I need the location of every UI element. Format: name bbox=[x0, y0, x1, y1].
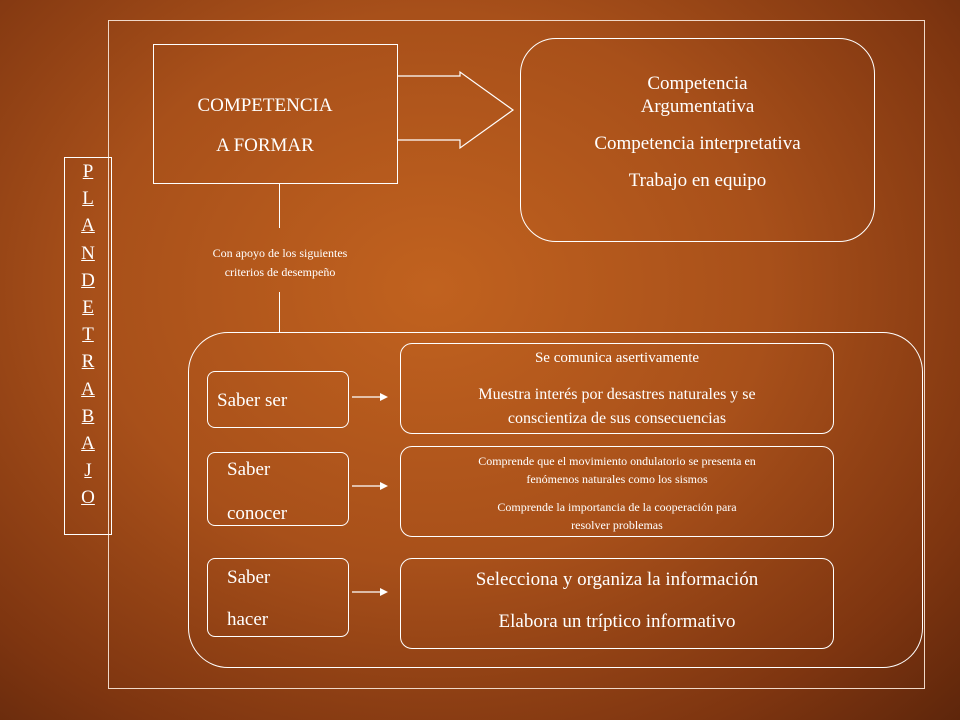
description-line: Elabora un tríptico informativo bbox=[498, 611, 736, 632]
description-box-saber-ser: Se comunica asertivamente Muestra interé… bbox=[400, 343, 834, 434]
arrow-right-icon bbox=[352, 588, 388, 596]
vertical-title-letter: R bbox=[81, 351, 95, 373]
target-competency-2: Competencia interpretativa bbox=[594, 133, 801, 154]
big-arrow-icon bbox=[398, 70, 515, 150]
target-competencies-box bbox=[520, 38, 875, 242]
description-line: Comprende la importancia de la cooperaci… bbox=[497, 500, 737, 514]
competence-label-line2: A FORMAR bbox=[216, 135, 314, 156]
target-competencies-list: Competencia Argumentativa Competencia in… bbox=[525, 72, 870, 192]
vertical-title-letter: L bbox=[82, 188, 94, 210]
description-line: Comprende que el movimiento ondulatorio … bbox=[478, 454, 756, 468]
criteria-label-line2: criterios de desempeño bbox=[224, 265, 336, 279]
target-competency-3: Trabajo en equipo bbox=[628, 170, 767, 191]
vertical-title-letter: P bbox=[82, 161, 94, 182]
skill-name-line1: Saber bbox=[227, 567, 271, 588]
skill-name-line2: hacer bbox=[227, 609, 269, 630]
criteria-label-line1: Con apoyo de los siguientes bbox=[212, 246, 348, 260]
vertical-title-letter: B bbox=[81, 405, 95, 427]
vertical-title-letter: A bbox=[81, 433, 95, 455]
outer-frame bbox=[108, 20, 925, 689]
description-box-saber-conocer: Comprende que el movimiento ondulatorio … bbox=[400, 446, 834, 537]
competence-box bbox=[153, 44, 398, 184]
skill-name: Saber ser bbox=[217, 390, 288, 411]
connector-bottom bbox=[279, 292, 280, 332]
vertical-title-letter: A bbox=[81, 215, 95, 237]
vertical-title-letter: O bbox=[81, 487, 95, 509]
vertical-title-letter: D bbox=[81, 269, 95, 291]
description-line: Se comunica asertivamente bbox=[534, 350, 700, 366]
target-competency-1b: Argumentativa bbox=[640, 96, 755, 117]
skill-box-saber-ser: Saber ser bbox=[207, 371, 349, 428]
criteria-container bbox=[188, 332, 923, 668]
vertical-title-letter: T bbox=[82, 324, 94, 346]
description-line: fenómenos naturales como los sismos bbox=[526, 472, 708, 486]
description-box-saber-hacer: Selecciona y organiza la información Ela… bbox=[400, 558, 834, 649]
vertical-title-letter: N bbox=[81, 242, 95, 264]
criteria-label: Con apoyo de los siguientes criterios de… bbox=[170, 244, 390, 282]
skill-name-line2: conocer bbox=[227, 503, 288, 524]
arrow-right-icon bbox=[352, 482, 388, 490]
competence-label: COMPETENCIA A FORMAR bbox=[160, 86, 370, 166]
skill-box-saber-hacer: Saber hacer bbox=[207, 558, 349, 637]
competence-label-line1: COMPETENCIA bbox=[197, 95, 333, 116]
vertical-title-letter: E bbox=[82, 297, 94, 319]
target-competency-1a: Competencia bbox=[647, 73, 748, 94]
description-line: resolver problemas bbox=[571, 518, 663, 532]
description-line: Selecciona y organiza la información bbox=[475, 569, 759, 590]
skill-name-line1: Saber bbox=[227, 459, 271, 480]
connector-top bbox=[279, 184, 280, 228]
plan-de-trabajo-box bbox=[64, 157, 112, 535]
skill-box-saber-conocer: Saber conocer bbox=[207, 452, 349, 526]
vertical-title-letter: J bbox=[84, 460, 92, 482]
arrow-right-icon bbox=[352, 393, 388, 401]
description-line: conscientiza de sus consecuencias bbox=[507, 410, 727, 427]
vertical-title-letter: A bbox=[81, 378, 95, 400]
description-line: Muestra interés por desastres naturales … bbox=[478, 386, 756, 403]
